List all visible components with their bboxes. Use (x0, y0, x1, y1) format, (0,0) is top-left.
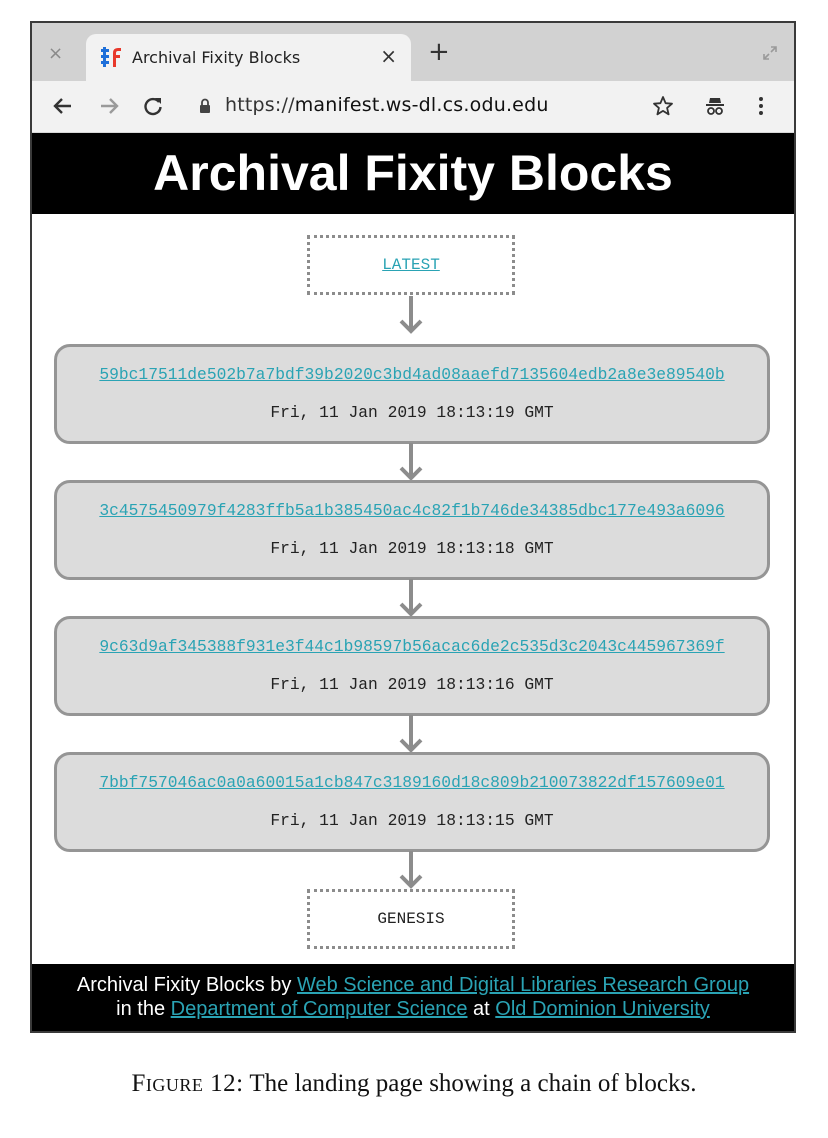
resize-icon[interactable] (762, 45, 778, 61)
genesis-label: GENESIS (377, 910, 445, 928)
tab-title: Archival Fixity Blocks (132, 48, 301, 67)
block-hash-link[interactable]: 9c63d9af345388f931e3f44c1b98597b56acac6d… (99, 637, 725, 656)
figure-caption-text: The landing page showing a chain of bloc… (249, 1070, 697, 1097)
block-card: 59bc17511de502b7a7bdf39b2020c3bd4ad08aae… (54, 344, 770, 444)
tab-close-icon[interactable]: × (380, 44, 397, 68)
browser-toolbar: https://manifest.ws-dl.cs.odu.edu (32, 81, 794, 133)
incognito-icon[interactable] (704, 95, 726, 117)
university-link[interactable]: Old Dominion University (495, 998, 710, 1020)
url-scheme: https:// (225, 94, 295, 116)
block-hash-link[interactable]: 3c4575450979f4283ffb5a1b385450ac4c82f1b7… (99, 501, 725, 520)
block-chain: LATEST 59bc17511de502b7a7bdf39b2020c3bd4… (32, 214, 794, 964)
down-arrow-icon (399, 296, 423, 334)
block-timestamp: Fri, 11 Jan 2019 18:13:18 GMT (270, 539, 554, 558)
footer-line-2: in the Department of Computer Science at… (32, 997, 794, 1021)
down-arrow-icon (399, 579, 423, 617)
forward-arrow-icon[interactable] (98, 95, 120, 117)
down-arrow-icon (399, 851, 423, 889)
latest-link[interactable]: LATEST (382, 256, 440, 274)
page-header: Archival Fixity Blocks (32, 133, 794, 214)
down-arrow-icon (399, 443, 423, 481)
footer-in-the: in the (116, 998, 166, 1020)
bookmark-star-icon[interactable] (652, 95, 674, 117)
reload-icon[interactable] (142, 95, 164, 117)
latest-box: LATEST (307, 235, 515, 295)
block-hash-link[interactable]: 59bc17511de502b7a7bdf39b2020c3bd4ad08aae… (99, 365, 725, 384)
down-arrow-icon (399, 715, 423, 753)
lock-icon (200, 98, 210, 113)
block-card: 3c4575450979f4283ffb5a1b385450ac4c82f1b7… (54, 480, 770, 580)
block-timestamp: Fri, 11 Jan 2019 18:13:19 GMT (270, 403, 554, 422)
page-footer: Archival Fixity Blocks by Web Science an… (32, 964, 794, 1031)
url-domain: manifest.ws-dl.cs.odu.edu (294, 94, 549, 116)
browser-window: × Archival Fixity Blocks × + (30, 21, 796, 1033)
back-arrow-icon[interactable] (52, 95, 74, 117)
genesis-box: GENESIS (307, 889, 515, 949)
new-tab-button[interactable]: + (428, 37, 450, 67)
address-bar[interactable]: https://manifest.ws-dl.cs.odu.edu (225, 94, 549, 116)
page-title: Archival Fixity Blocks (153, 145, 673, 201)
figure-caption: Figure 12: The landing page showing a ch… (0, 1070, 828, 1098)
research-group-link[interactable]: Web Science and Digital Libraries Resear… (296, 974, 750, 996)
tab-strip: × Archival Fixity Blocks × + (32, 23, 794, 81)
block-card: 9c63d9af345388f931e3f44c1b98597b56acac6d… (54, 616, 770, 716)
inactive-tab-close-icon[interactable]: × (48, 43, 64, 64)
department-link[interactable]: Department of Computer Science (170, 998, 468, 1020)
figure-label: Figure 12: (131, 1070, 244, 1097)
block-timestamp: Fri, 11 Jan 2019 18:13:15 GMT (270, 811, 554, 830)
footer-line-1: Archival Fixity Blocks by Web Science an… (32, 973, 794, 997)
active-tab[interactable]: Archival Fixity Blocks × (86, 34, 411, 81)
footer-prefix: Archival Fixity Blocks by (76, 974, 292, 996)
site-favicon-icon (101, 47, 121, 67)
block-hash-link[interactable]: 7bbf757046ac0a0a60015a1cb847c3189160d18c… (99, 773, 725, 792)
menu-kebab-icon[interactable] (750, 95, 772, 117)
block-timestamp: Fri, 11 Jan 2019 18:13:16 GMT (270, 675, 554, 694)
footer-at: at (473, 998, 490, 1020)
block-card: 7bbf757046ac0a0a60015a1cb847c3189160d18c… (54, 752, 770, 852)
